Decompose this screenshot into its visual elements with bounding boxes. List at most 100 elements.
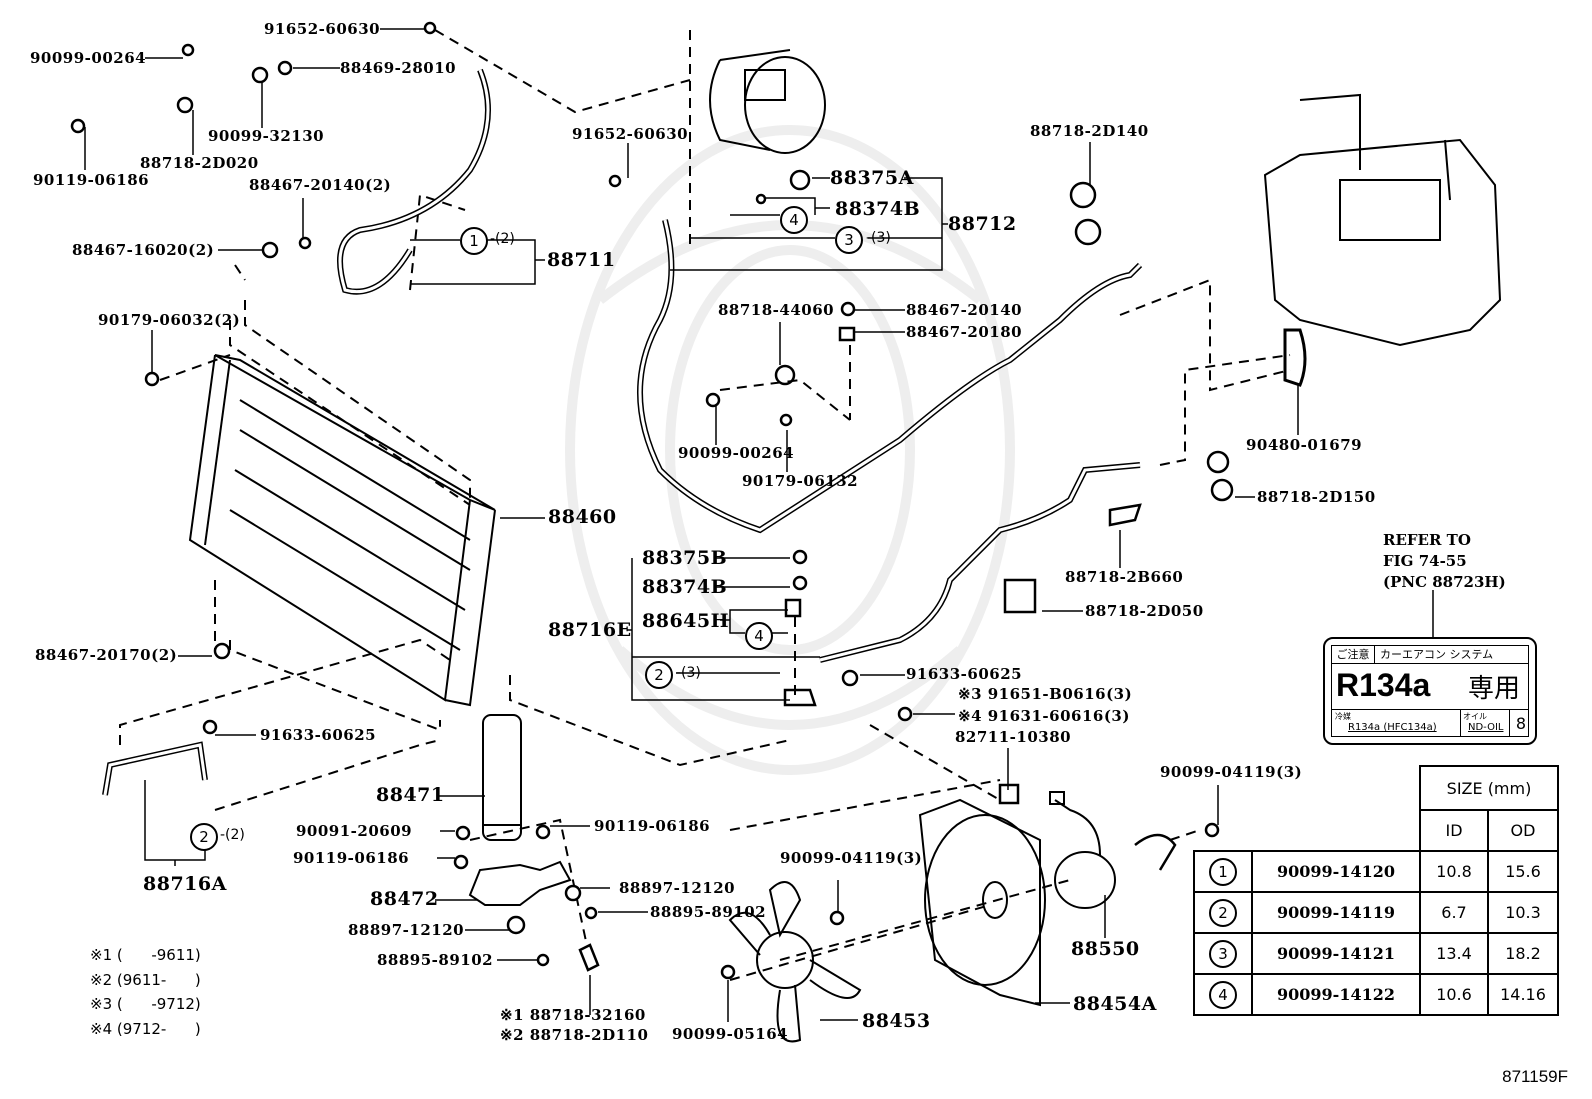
- part-label[interactable]: 88467-16020(2): [72, 241, 215, 259]
- fan-motor-icon: [1049, 791, 1116, 909]
- table-header-id: ID: [1419, 809, 1489, 852]
- part-label[interactable]: 88467-20140(2): [249, 176, 392, 194]
- o-ring-callout-2: 2: [645, 661, 673, 689]
- part-label[interactable]: 88550: [1071, 938, 1140, 960]
- part-label[interactable]: 88467-20180: [906, 323, 1023, 341]
- table-header-od: OD: [1487, 809, 1559, 852]
- caution-text: ご注意: [1332, 646, 1375, 663]
- part-label[interactable]: 88453: [862, 1010, 931, 1032]
- clamp-icons: [774, 181, 1234, 871]
- o-ring-callout-1: 1: [460, 227, 488, 255]
- row-number: 2: [1209, 898, 1237, 927]
- fan-shroud-icon: [918, 798, 1046, 1007]
- part-label[interactable]: 91652-60630: [572, 125, 689, 143]
- part-label[interactable]: 88467-20140: [906, 301, 1023, 319]
- refrigerant-label[interactable]: ご注意 カーエアコン システム R134a 専用 冷媒 R134a (HFC13…: [1323, 637, 1537, 745]
- receiver-dryer-icon: [482, 714, 522, 841]
- part-label[interactable]: 88469-28010: [340, 59, 457, 77]
- part-label[interactable]: 90099-00264: [30, 49, 147, 67]
- refer-line: (PNC 88723H): [1383, 573, 1506, 591]
- callout-qty: -(3): [676, 665, 701, 681]
- row-od: 10.3: [1487, 891, 1559, 934]
- part-label[interactable]: 88712: [948, 213, 1017, 235]
- row-id: 10.6: [1419, 973, 1489, 1016]
- part-label[interactable]: 90099-00264: [678, 444, 795, 462]
- row-part-number[interactable]: 90099-14121: [1251, 932, 1421, 975]
- part-label[interactable]: 90099-04119(3): [780, 849, 923, 867]
- row-number: 1: [1209, 857, 1237, 886]
- part-label[interactable]: 90119-06186: [293, 849, 410, 867]
- part-label[interactable]: 90091-20609: [296, 822, 413, 840]
- part-label[interactable]: 88374B: [642, 576, 728, 598]
- part-label[interactable]: 91652-60630: [264, 20, 381, 38]
- refrigerant-caption: 冷媒: [1335, 712, 1351, 721]
- part-label[interactable]: 88711: [547, 249, 616, 271]
- table-row[interactable]: 2 90099-14119 6.7 10.3: [1193, 891, 1559, 934]
- part-label[interactable]: 88895-89102: [377, 951, 494, 969]
- callout-qty: -(3): [866, 230, 891, 246]
- part-label[interactable]: 90119-06186: [33, 171, 150, 189]
- part-label[interactable]: 88454A: [1073, 993, 1157, 1015]
- part-label[interactable]: 90099-32130: [208, 127, 325, 145]
- part-label[interactable]: 88472: [370, 888, 439, 910]
- part-label[interactable]: 88375A: [830, 167, 914, 189]
- part-label[interactable]: 88471: [376, 784, 445, 806]
- table-blank: [1194, 766, 1420, 810]
- o-ring-callout-3: 3: [835, 226, 863, 254]
- fan-icon: [728, 881, 862, 1043]
- figure-id: 871159F: [1502, 1067, 1568, 1086]
- oil-number: 8: [1515, 714, 1526, 733]
- part-label[interactable]: 91633-60625: [906, 665, 1023, 683]
- part-label[interactable]: 88716E: [548, 619, 632, 641]
- o-ring-callout-2: 2: [190, 823, 218, 851]
- part-label[interactable]: ※1 88718-32160: [500, 1006, 646, 1024]
- part-label[interactable]: 88718-2D150: [1257, 488, 1376, 506]
- callout-qty: -(2): [220, 827, 245, 843]
- refer-line: REFER TO: [1383, 531, 1471, 549]
- part-label[interactable]: ※2 88718-2D110: [500, 1026, 649, 1044]
- table-header-size: SIZE (mm): [1419, 765, 1559, 811]
- part-label[interactable]: 88718-2D140: [1030, 122, 1149, 140]
- refrigerant-type: R134a: [1336, 667, 1431, 703]
- part-label[interactable]: 88374B: [835, 198, 921, 220]
- part-label[interactable]: 90179-06032(2): [98, 311, 241, 329]
- part-label[interactable]: 88718-2B660: [1065, 568, 1184, 586]
- part-label[interactable]: 88718-2D050: [1085, 602, 1204, 620]
- part-label[interactable]: ※3 91651-B0616(3): [958, 685, 1133, 703]
- row-id: 13.4: [1419, 932, 1489, 975]
- table-row[interactable]: 4 90099-14122 10.6 14.16: [1193, 973, 1559, 1016]
- part-label[interactable]: 88460: [548, 506, 617, 528]
- production-note: ※4 (9712- ): [90, 1020, 201, 1038]
- part-label[interactable]: 88897-12120: [348, 921, 465, 939]
- part-label[interactable]: 88645H: [642, 610, 730, 632]
- part-label[interactable]: 90099-05164: [672, 1025, 789, 1043]
- part-label[interactable]: 88895-89102: [650, 903, 767, 921]
- table-row[interactable]: 3 90099-14121 13.4 18.2: [1193, 932, 1559, 975]
- part-label[interactable]: 88897-12120: [619, 879, 736, 897]
- condenser-icon: [188, 354, 496, 707]
- part-label[interactable]: 90119-06186: [594, 817, 711, 835]
- refer-to-note[interactable]: REFER TO FIG 74-55 (PNC 88723H): [1383, 530, 1506, 593]
- table-row[interactable]: 1 90099-14120 10.8 15.6: [1193, 850, 1559, 893]
- evaporator-housing-icon: [1263, 93, 1502, 347]
- part-label[interactable]: 88718-44060: [718, 301, 835, 319]
- row-part-number[interactable]: 90099-14119: [1251, 891, 1421, 934]
- fastener-icons: [70, 21, 1220, 980]
- production-note: ※2 (9611- ): [90, 971, 201, 989]
- row-part-number[interactable]: 90099-14122: [1251, 973, 1421, 1016]
- part-label[interactable]: 91633-60625: [260, 726, 377, 744]
- table-blank: [1194, 810, 1420, 851]
- row-part-number[interactable]: 90099-14120: [1251, 850, 1421, 893]
- part-label[interactable]: 90099-04119(3): [1160, 763, 1303, 781]
- part-label[interactable]: 82711-10380: [955, 728, 1072, 746]
- part-label[interactable]: 88716A: [143, 873, 227, 895]
- part-label[interactable]: 88375B: [642, 547, 728, 569]
- o-ring-callout-4: 4: [780, 206, 808, 234]
- part-label[interactable]: 90480-01679: [1246, 436, 1363, 454]
- part-label[interactable]: 88467-20170(2): [35, 646, 178, 664]
- part-label[interactable]: ※4 91631-60616(3): [958, 707, 1130, 725]
- production-note: ※1 ( -9611): [90, 946, 201, 964]
- compressor-icon: [709, 49, 826, 154]
- part-label[interactable]: 90179-06132: [742, 472, 859, 490]
- part-label[interactable]: 88718-2D020: [140, 154, 259, 172]
